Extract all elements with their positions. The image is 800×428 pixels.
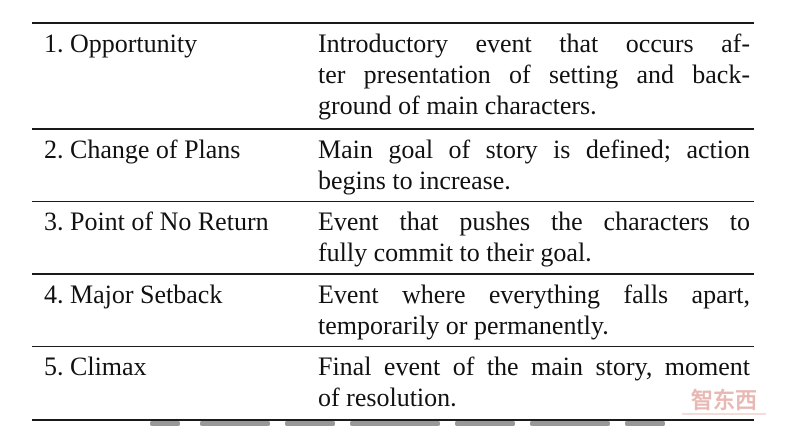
row-definition: Final event of the main story, moment of… [318,351,754,413]
row-divider [32,345,754,347]
row-term: 5. Climax [44,352,147,381]
row-term: 1. Opportunity [44,29,198,58]
definition-line: of resolution. [318,383,457,412]
table-row: 2. Change of Plans Main goal of story is… [32,130,754,201]
watermark-logo: 智东西 [682,388,766,415]
row-divider [32,128,754,130]
row-definition: Event where everything falls apart, temp… [318,279,754,341]
table-row: 3. Point of No Return Event that pushes … [32,202,754,273]
row-definition: Main goal of story is defined; action be… [318,134,754,196]
row-divider [32,273,754,275]
definition-line: Event that pushes the characters to [318,207,750,236]
definition-line: ter presentation of setting and back- [318,60,750,89]
definition-line: Event where everything falls apart, [318,279,750,309]
definition-line: Introductory event that occurs af- [318,29,750,58]
svg-text:智东西: 智东西 [691,388,757,414]
turning-points-table: 1. Opportunity Introductory event that o… [32,22,754,421]
table-row: 5. Climax Final event of the main story,… [32,347,754,419]
definition-line: fully commit to their goal. [318,238,592,267]
cropped-caption [0,420,800,428]
row-term: 3. Point of No Return [44,207,269,236]
row-definition: Event that pushes the characters to full… [318,206,754,268]
definition-line: begins to increase. [318,165,511,195]
table-bottom-rule [32,419,754,421]
row-term: 4. Major Setback [44,279,223,309]
definition-line: ground of main characters. [318,91,597,120]
row-term: 2. Change of Plans [44,134,241,164]
definition-line: Final event of the main story, moment [318,352,750,381]
table-row: 4. Major Setback Event where everything … [32,275,754,346]
row-definition: Introductory event that occurs af- ter p… [318,28,754,121]
definition-line: Main goal of story is defined; action [318,134,750,164]
row-divider [32,200,754,202]
table-row: 1. Opportunity Introductory event that o… [32,24,754,128]
definition-line: temporarily or permanently. [318,310,609,340]
table-top-rule [32,22,754,24]
